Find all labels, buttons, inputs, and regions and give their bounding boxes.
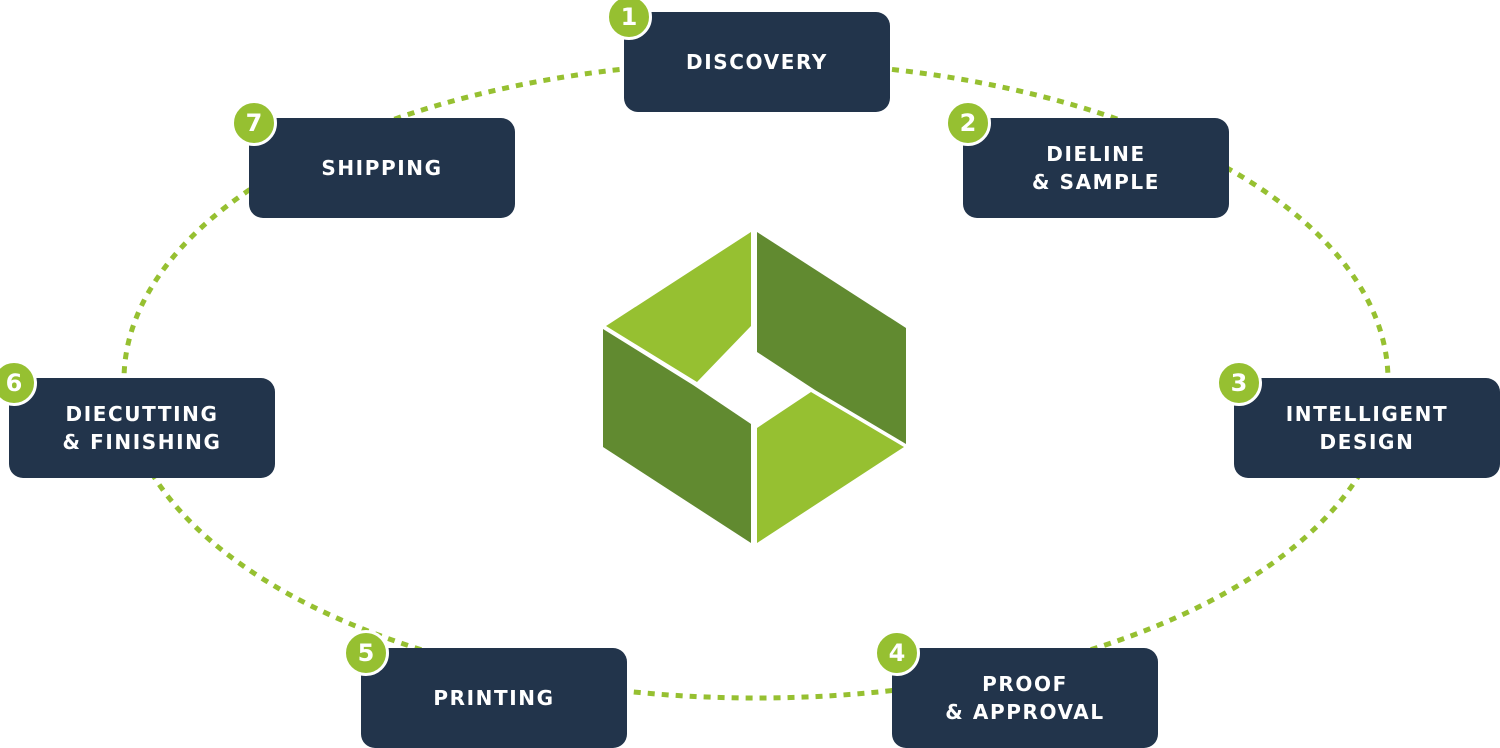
step-number-badge: 4 [874, 630, 920, 676]
logo-top-left-facet [606, 232, 751, 382]
step-label-line-2: & SAMPLE [1031, 170, 1161, 194]
step-discovery: 1 DISCOVERY [606, 0, 890, 112]
step-diecutting-finishing: 6 DIECUTTING & FINISHING [0, 360, 275, 478]
step-number-badge: 6 [0, 360, 37, 406]
logo-bottom-left-facet [603, 329, 751, 543]
step-label-line-1: DIECUTTING [65, 402, 219, 426]
step-label: INTELLIGENT DESIGN [1286, 400, 1448, 456]
step-label-line-1: SHIPPING [321, 156, 443, 180]
step-number-badge: 5 [343, 630, 389, 676]
step-label: DIECUTTING & FINISHING [62, 400, 221, 456]
step-number-badge: 3 [1216, 360, 1262, 406]
step-label: PROOF & APPROVAL [945, 670, 1104, 726]
step-printing: 5 PRINTING [343, 630, 627, 748]
step-shipping: 7 SHIPPING [231, 100, 515, 218]
step-proof-approval: 4 PROOF & APPROVAL [874, 630, 1158, 748]
logo-top-right-facet [757, 232, 906, 444]
step-label: DIELINE & SAMPLE [1032, 140, 1160, 196]
step-label-line-1: PRINTING [433, 686, 555, 710]
step-number-badge: 7 [231, 100, 277, 146]
step-label-line-1: DISCOVERY [686, 50, 828, 74]
step-label-line-1: INTELLIGENT [1285, 402, 1449, 426]
logo-bottom-right-facet [757, 392, 904, 543]
step-dieline-sample: 2 DIELINE & SAMPLE [945, 100, 1229, 218]
step-label: DISCOVERY [686, 48, 828, 76]
hexagon-cube-logo-icon [603, 232, 906, 543]
step-intelligent-design: 3 INTELLIGENT DESIGN [1216, 360, 1500, 478]
step-label-line-1: DIELINE [1046, 142, 1146, 166]
step-label: SHIPPING [321, 154, 442, 182]
step-label-line-1: PROOF [982, 672, 1068, 696]
step-label-line-2: DESIGN [1319, 430, 1415, 454]
step-number-badge: 1 [606, 0, 652, 40]
step-label: PRINTING [433, 684, 554, 712]
step-label-line-2: & APPROVAL [945, 700, 1105, 724]
step-label-line-2: & FINISHING [62, 430, 222, 454]
step-number-badge: 2 [945, 100, 991, 146]
